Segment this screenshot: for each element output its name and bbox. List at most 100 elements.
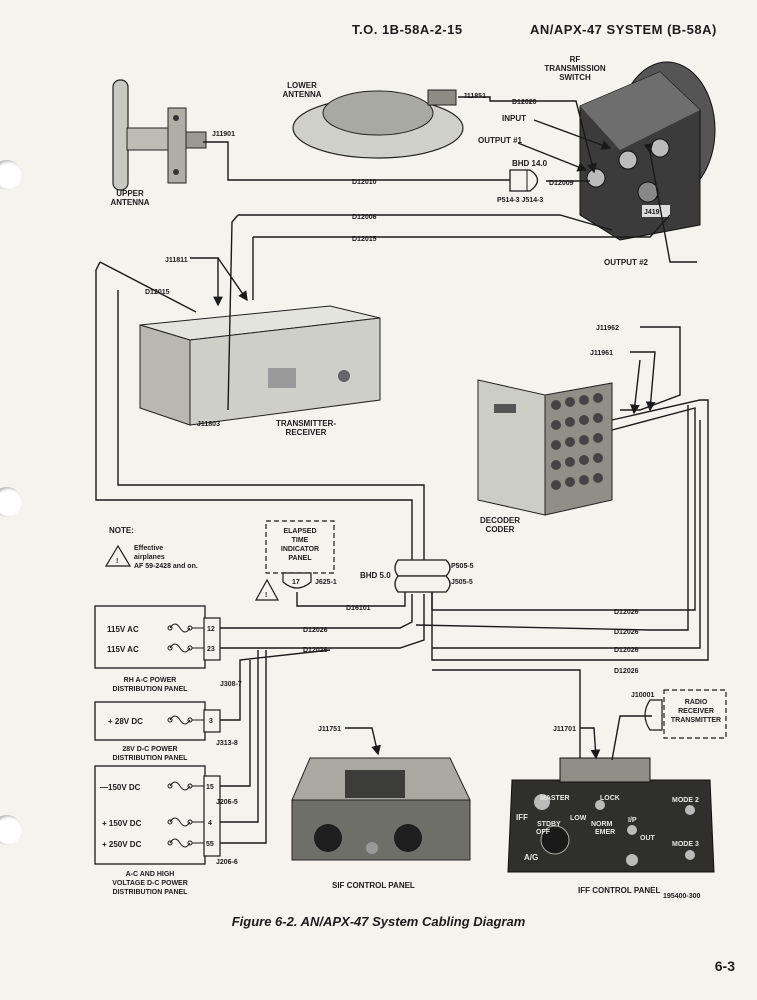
iff-ip: I/P bbox=[628, 817, 637, 824]
p514-j514-label: P514-3 J514-3 bbox=[497, 197, 543, 204]
j206-5-label: J206-5 bbox=[216, 799, 238, 806]
iff-emer: EMER bbox=[595, 829, 615, 836]
iff-norm: NORM bbox=[591, 821, 613, 828]
iff-lock: LOCK bbox=[600, 795, 620, 802]
figure-caption: Figure 6-2. AN/APX-47 System Cabling Dia… bbox=[231, 914, 526, 929]
rh-ac-row2-label: 115V AC bbox=[107, 645, 139, 654]
cable-d12006 bbox=[238, 214, 613, 231]
d12026-label-1: D12026 bbox=[303, 627, 328, 634]
j313-label: J313-8 bbox=[216, 740, 238, 747]
bhd14-label: BHD 14.0 bbox=[512, 159, 548, 168]
output2-port-label: OUTPUT #2 bbox=[604, 258, 649, 267]
hv-row3-pin: 55 bbox=[206, 841, 214, 848]
j206-6-label: J206-6 bbox=[216, 859, 238, 866]
lower-antenna bbox=[292, 89, 464, 159]
page-number: 6-3 bbox=[714, 958, 735, 974]
d16101-label: D16101 bbox=[346, 605, 371, 612]
d12010-label: D12010 bbox=[352, 179, 377, 186]
iff-control-panel bbox=[507, 757, 715, 873]
d12026-label-6: D12026 bbox=[614, 668, 639, 675]
iff-mode2: MODE 2 bbox=[672, 797, 699, 804]
j11961-label: J11961 bbox=[590, 350, 613, 357]
cable-d12015 bbox=[253, 214, 671, 238]
switch-tag: J419 bbox=[644, 209, 660, 216]
d12026-label-4: D12026 bbox=[614, 629, 639, 636]
hv-row1-label: —150V DC bbox=[100, 783, 141, 792]
pin-17-label: 17 bbox=[292, 579, 300, 586]
binder-hole-middle bbox=[0, 487, 22, 517]
dc28-row1-label: + 28V DC bbox=[108, 717, 143, 726]
binder-hole-bottom bbox=[0, 815, 22, 845]
iff-letters: IFF bbox=[516, 813, 528, 822]
j308-label: J308-7 bbox=[220, 681, 242, 688]
transmitter-receiver bbox=[139, 305, 381, 426]
j10001-label: J10001 bbox=[631, 692, 654, 699]
figure-id: 195400-300 bbox=[663, 893, 700, 900]
warning-triangle-j625 bbox=[254, 578, 280, 601]
d12020-label: D12020 bbox=[512, 99, 537, 106]
d12026-label-2: D12026 bbox=[303, 647, 328, 654]
warning-j625-mark: ! bbox=[265, 592, 267, 599]
iff-master: MASTER bbox=[540, 795, 570, 802]
j505-label: J505-5 bbox=[451, 579, 473, 586]
iff-mode3: MODE 3 bbox=[672, 841, 699, 848]
rh-ac-row2-pin: 23 bbox=[207, 646, 215, 653]
j11803-label: J11803 bbox=[197, 421, 220, 428]
dc28-power-panel bbox=[94, 701, 221, 741]
cable-d12015b bbox=[99, 261, 197, 313]
doc-number: T.O. 1B-58A-2-15 bbox=[352, 22, 463, 37]
hv-row3-label: + 250V DC bbox=[102, 840, 142, 849]
bhd5-label: BHD 5.0 bbox=[360, 571, 391, 580]
d12026-label-3: D12026 bbox=[614, 609, 639, 616]
hv-row2-label: + 150V DC bbox=[102, 819, 142, 828]
d12009-label: D12009 bbox=[549, 180, 574, 187]
transmitter-receiver-label: TRANSMITTER-RECEIVER bbox=[276, 419, 336, 437]
dc28-row1-pin: 3 bbox=[209, 718, 213, 725]
bhd14-connector bbox=[509, 169, 539, 192]
elapsed-connector bbox=[282, 572, 312, 589]
j11901-label: J11901 bbox=[212, 131, 235, 138]
p505-label: P505-5 bbox=[451, 563, 474, 570]
cable-d12020 bbox=[458, 96, 597, 174]
bhd5-connector bbox=[394, 559, 451, 593]
rf-transmission-switch: J419 bbox=[579, 61, 716, 241]
cable-d16101 bbox=[296, 592, 406, 607]
rh-ac-row1-label: 115V AC bbox=[107, 625, 139, 634]
j11751-label: J11751 bbox=[318, 726, 341, 733]
system-title: AN/APX-47 SYSTEM (B-58A) bbox=[530, 22, 717, 37]
rh-ac-row1-pin: 12 bbox=[207, 626, 215, 633]
d12015-label: D12015 bbox=[352, 236, 377, 243]
note-warning-icon bbox=[104, 544, 132, 567]
hv-row1-pin: 15 bbox=[206, 784, 214, 791]
iff-stdby: STDBY bbox=[537, 821, 561, 828]
rh-ac-power-panel bbox=[94, 605, 221, 669]
d12026-label-5: D12026 bbox=[614, 647, 639, 654]
d12006-label: D12006 bbox=[352, 214, 377, 221]
iff-off: OFF bbox=[536, 829, 551, 836]
j11851-label: J11851 bbox=[463, 93, 486, 100]
iff-panel-label: IFF CONTROL PANEL bbox=[578, 886, 660, 895]
input-port-label: INPUT bbox=[502, 114, 526, 123]
upper-antenna bbox=[112, 79, 207, 191]
j11811-label: J11811 bbox=[165, 257, 188, 264]
j11701-label: J11701 bbox=[553, 726, 576, 733]
hv-power-panel bbox=[94, 765, 221, 865]
note-mark: ! bbox=[116, 558, 118, 565]
note-title: NOTE: bbox=[109, 526, 134, 535]
d12015b-label: D12015 bbox=[145, 289, 170, 296]
j625-label: J625-1 bbox=[315, 579, 337, 586]
radio-rt-box bbox=[663, 689, 727, 739]
cable-d12026-rh1 bbox=[220, 594, 413, 629]
iff-ag: A/G bbox=[524, 853, 538, 862]
cable-j11962 bbox=[620, 326, 681, 411]
cable-d12010 bbox=[203, 141, 510, 181]
